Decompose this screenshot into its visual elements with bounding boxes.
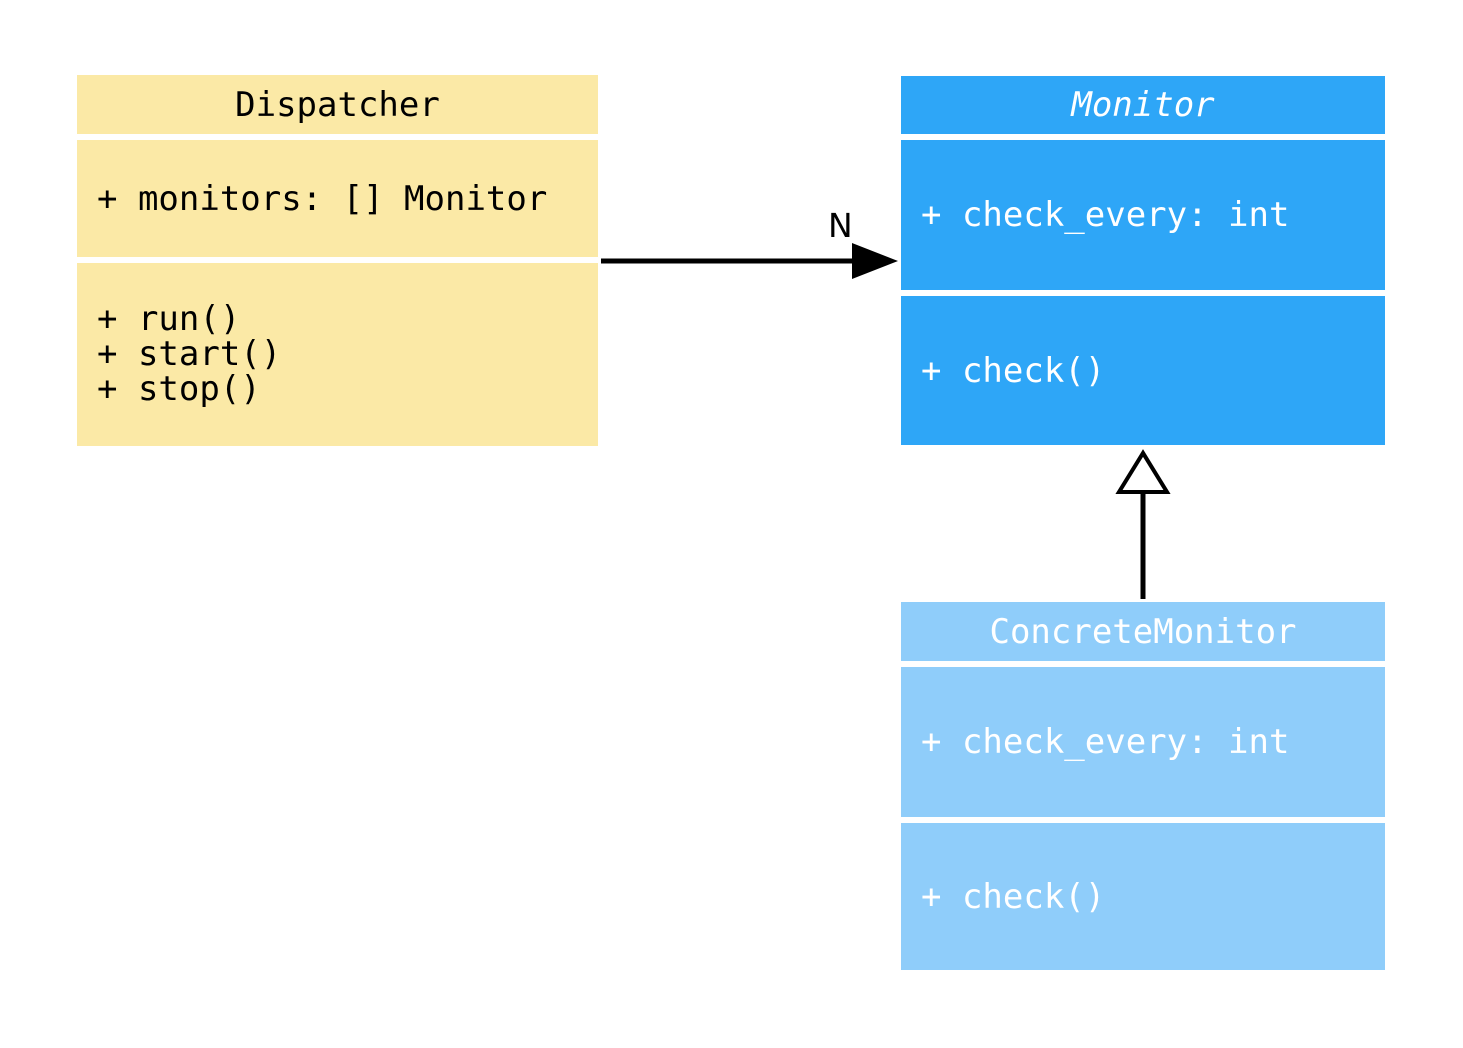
method-start: + start() (97, 334, 282, 374)
method-stop: + stop() (97, 369, 261, 409)
attribute-check-every: + check_every: int (921, 722, 1290, 762)
method-run: + run() (97, 299, 241, 339)
association-arrowhead-icon (852, 243, 898, 279)
class-attributes-monitor: + check_every: int (901, 140, 1385, 290)
class-node-monitor: Monitor + check_every: int + check() (901, 76, 1385, 445)
generalization-triangle-icon (1115, 449, 1171, 494)
association-multiplicity-label: N (828, 206, 853, 245)
class-methods-monitor: + check() (901, 296, 1385, 445)
class-node-dispatcher: Dispatcher + monitors: [] Monitor + run(… (77, 75, 598, 446)
method-check: + check() (921, 350, 1106, 391)
class-attributes-concrete-monitor: + check_every: int (901, 667, 1385, 817)
class-title-concrete-monitor: ConcreteMonitor (901, 602, 1385, 661)
method-check: + check() (921, 876, 1106, 917)
class-attributes-dispatcher: + monitors: [] Monitor (77, 140, 598, 257)
class-title-monitor: Monitor (901, 76, 1385, 134)
class-title-dispatcher: Dispatcher (77, 75, 598, 134)
class-node-concrete-monitor: ConcreteMonitor + check_every: int + che… (901, 602, 1385, 970)
attribute-monitors: + monitors: [] Monitor (97, 178, 548, 219)
attribute-check-every: + check_every: int (921, 195, 1290, 235)
class-methods-dispatcher: + run() + start() + stop() (77, 263, 598, 446)
class-methods-concrete-monitor: + check() (901, 823, 1385, 970)
